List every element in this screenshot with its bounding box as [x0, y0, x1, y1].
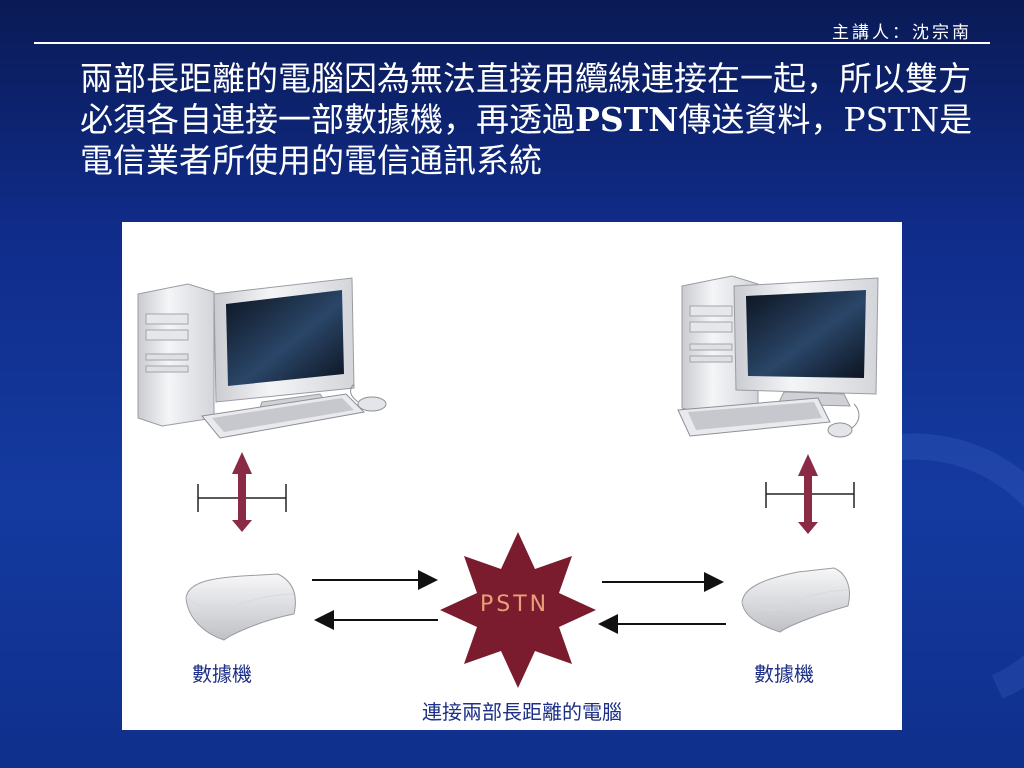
pstn-diagram: PSTN 數據機 數據機 連接兩部長距離的電腦 — [122, 222, 902, 730]
right-modem-label: 數據機 — [754, 662, 814, 686]
left-modem-icon — [185, 573, 296, 641]
left-modem-label: 數據機 — [192, 662, 252, 686]
paragraph-pstn-bold: PSTN — [575, 100, 679, 139]
pstn-starburst-icon — [440, 532, 596, 688]
pstn-label: PSTN — [480, 592, 550, 617]
header-divider — [34, 42, 990, 44]
left-computer-icon — [137, 277, 387, 439]
right-link-arrow-icon — [765, 454, 855, 534]
right-modem-icon — [741, 567, 850, 633]
presenter-name: 主講人：沈宗南 — [832, 23, 972, 43]
right-computer-icon — [677, 275, 879, 438]
paragraph-part3: 傳送資料，PSTN是電信業者所使用的電信通訊系統 — [80, 100, 973, 180]
main-paragraph: 兩部長距離的電腦因為無法直接用纜線連接在一起，所以雙方必須各自連接一部數據機，再… — [80, 58, 1000, 181]
diagram-caption: 連接兩部長距離的電腦 — [422, 700, 622, 724]
paragraph-part1: 兩部長距離的電腦因為無法直接用纜線連接在一起，所以雙方必須各自連接一部數據機，再… — [80, 59, 971, 139]
left-link-arrow-icon — [197, 452, 287, 532]
flow-arrows — [312, 570, 726, 634]
